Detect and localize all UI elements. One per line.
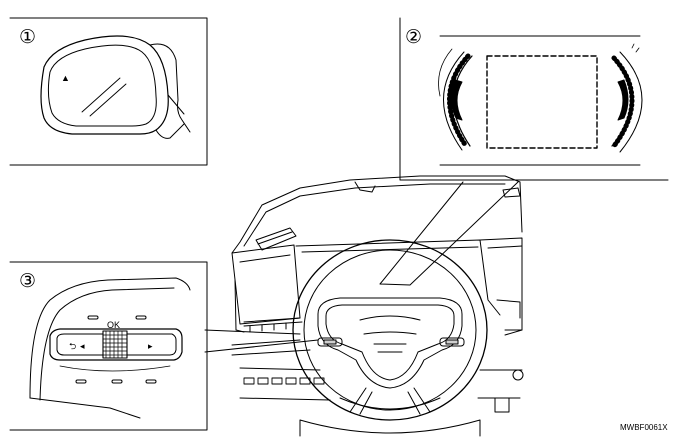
ok-label: OK	[107, 320, 120, 330]
panel-meter	[399, 17, 669, 181]
figure-code: MWBF0061X	[620, 423, 668, 432]
dashboard-illustration	[231, 175, 524, 413]
callout-1-number: ①	[19, 27, 36, 48]
callout-3-number: ③	[19, 271, 36, 292]
panel-switches	[9, 261, 208, 431]
mirror-warning-triangle-icon: ▲	[61, 73, 70, 83]
steering-wheel	[292, 239, 488, 437]
back-arrow-icon: ⮌	[69, 341, 76, 351]
leader-lines	[204, 181, 519, 353]
callout-2-number: ②	[405, 27, 422, 48]
left-triangle-icon: ◂	[80, 341, 85, 351]
right-triangle-icon: ▸	[148, 341, 153, 351]
panel-mirror	[9, 17, 208, 166]
